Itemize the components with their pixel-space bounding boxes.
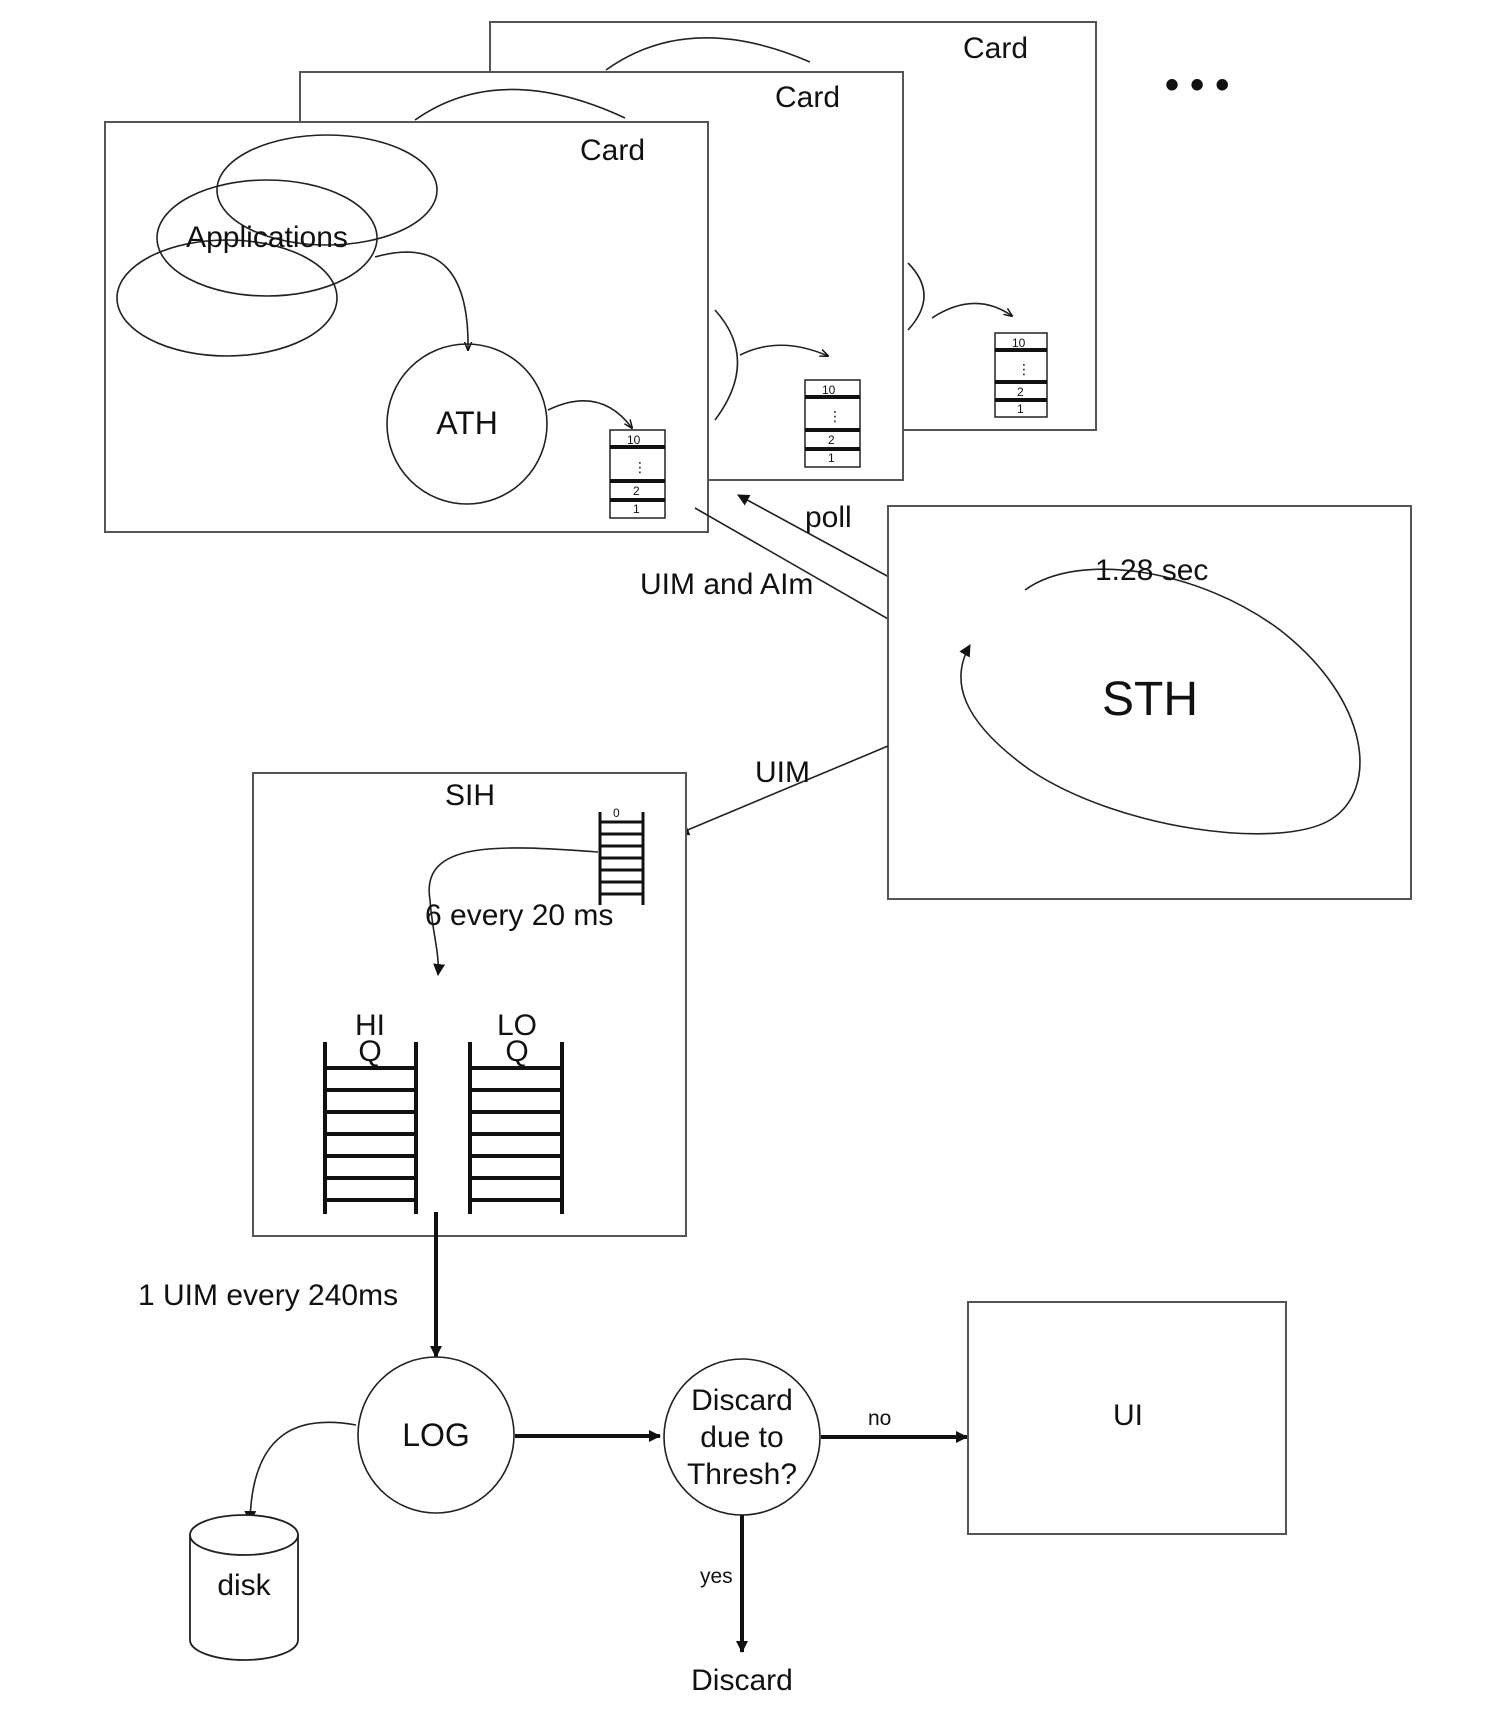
sth-box: 1.28 sec STH	[887, 505, 1412, 900]
queue-2-label: 2	[633, 484, 640, 498]
six-every-label: 6 every 20 ms	[425, 899, 613, 932]
card-back-label: Card	[963, 32, 1028, 65]
yes-label: yes	[700, 1565, 733, 1588]
uim-arrow	[677, 745, 889, 836]
ui-box	[967, 1301, 1287, 1535]
app-ellipse-low	[116, 239, 338, 357]
log-circle	[357, 1356, 515, 1514]
queue-dots: ⋮	[633, 459, 647, 475]
queue-dots: ⋮	[828, 408, 842, 424]
queue-1-label: 1	[828, 451, 835, 465]
queue-1-label: 1	[633, 502, 640, 516]
queue-2-label: 2	[828, 433, 835, 447]
hi-q-label-line1: HI	[355, 1009, 385, 1042]
ath-label: ATH	[436, 405, 498, 441]
sih-queue-top-label: 0	[613, 806, 620, 820]
ui-label: UI	[1113, 1399, 1143, 1432]
sth-period-label: 1.28 sec	[1095, 554, 1208, 587]
queue-1-label: 1	[1017, 402, 1024, 416]
queue-2-label: 2	[1017, 385, 1024, 399]
decision-line-2: due to	[700, 1421, 783, 1454]
log-label: LOG	[402, 1417, 470, 1453]
log-to-disk-arrow	[244, 1421, 357, 1523]
hi-queue: HI Q	[323, 1009, 418, 1214]
no-label: no	[868, 1407, 891, 1430]
card-middle-label: Card	[775, 81, 840, 114]
card-back-queue: 10 ⋮ 2 1	[994, 332, 1048, 418]
card-middle-queue: 10 ⋮ 2 1	[804, 379, 861, 468]
uim-label: UIM	[755, 756, 810, 789]
card-front-queue: 10 ⋮ 2 1	[609, 429, 666, 519]
uim-aim-label: UIM and AIm	[640, 568, 813, 601]
queue-top-label: 10	[627, 433, 641, 447]
sih-input-queue: 0	[598, 806, 645, 905]
poll-label: poll	[805, 501, 852, 534]
app-ellipse-back	[216, 134, 438, 246]
more-cards-ellipsis: • • •	[1165, 63, 1229, 107]
queue-top-label: 10	[822, 383, 836, 397]
ath-circle	[386, 343, 548, 505]
discard-label: Discard	[691, 1664, 793, 1697]
sih-label: SIH	[445, 779, 495, 812]
lo-q-label-line1: LO	[497, 1009, 537, 1042]
one-uim-every-label: 1 UIM every 240ms	[138, 1279, 398, 1312]
queue-top-label: 10	[1012, 336, 1026, 350]
applications-label: Applications	[186, 221, 348, 254]
disk-label: disk	[217, 1569, 271, 1602]
sth-label: STH	[1102, 673, 1198, 726]
lo-queue: LO Q	[468, 1009, 564, 1214]
decision-line-1: Discard	[691, 1384, 793, 1417]
sih-box: SIH 0 6 every 20 ms HI Q	[252, 772, 687, 1237]
disk-cylinder: disk	[189, 1514, 299, 1661]
hi-q-label-line2: Q	[358, 1035, 381, 1068]
applications-ellipse	[156, 179, 378, 297]
queue-dots: ⋮	[1017, 361, 1031, 377]
lo-q-label-line2: Q	[505, 1035, 528, 1068]
card-front-label: Card	[580, 134, 645, 167]
decision-line-3: Thresh?	[687, 1458, 797, 1491]
card-front: Card Applications ATH 10 ⋮ 2 1	[104, 121, 709, 533]
